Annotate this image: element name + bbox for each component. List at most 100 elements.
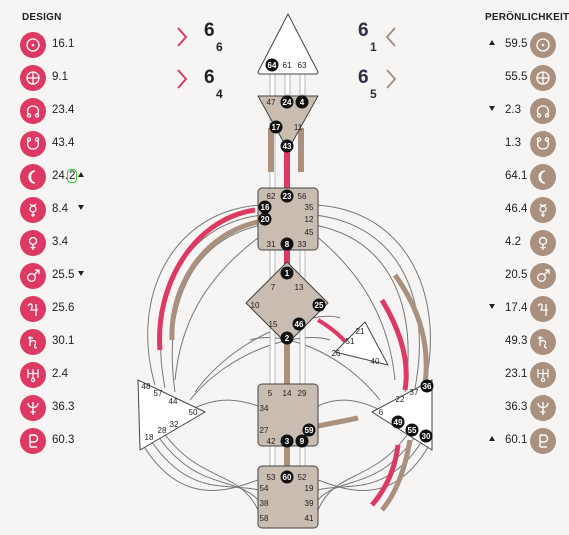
gate-41[interactable]: 41 [305, 514, 314, 523]
south-node-icon [530, 131, 556, 157]
gate-34[interactable]: 34 [260, 404, 269, 413]
gate-55[interactable]: 55 [405, 423, 419, 437]
gate-21[interactable]: 21 [356, 327, 365, 336]
gate-56[interactable]: 56 [298, 192, 307, 201]
personality-planet-value: 1.3 [505, 137, 521, 149]
gate-58[interactable]: 58 [260, 514, 269, 523]
personality-planet-row: 59.5 [487, 32, 569, 60]
gate-45[interactable]: 45 [305, 228, 314, 237]
design-planet-value-highlight[interactable]: 2 [66, 169, 78, 183]
gate-9-label: 9 [300, 437, 305, 446]
personality-planet-row: 17.4 [487, 296, 569, 324]
gate-61[interactable]: 61 [283, 61, 292, 70]
arrow-down-icon [489, 106, 495, 111]
gate-24[interactable]: 24 [280, 95, 294, 109]
gate-52[interactable]: 52 [298, 473, 307, 482]
gate-39[interactable]: 39 [305, 499, 314, 508]
gate-3[interactable]: 3 [280, 434, 294, 448]
gate-25[interactable]: 25 [312, 298, 326, 312]
gate-37[interactable]: 37 [410, 388, 419, 397]
personality-planet-row: 36.3 [487, 395, 569, 423]
gate-59[interactable]: 59 [302, 423, 316, 437]
personality-planet-value: 36.3 [505, 401, 528, 413]
gate-11[interactable]: 11 [294, 123, 303, 132]
gate-19[interactable]: 19 [305, 484, 314, 493]
spleen-center[interactable] [137, 379, 206, 451]
gate-46[interactable]: 46 [292, 317, 306, 331]
gate-51[interactable]: 51 [346, 337, 355, 346]
gate-38[interactable]: 38 [260, 499, 269, 508]
uranus-icon [530, 362, 556, 388]
gate-6[interactable]: 6 [379, 408, 384, 417]
gate-56-label: 56 [298, 192, 307, 201]
gate-63[interactable]: 63 [298, 61, 307, 70]
gate-24-label: 24 [283, 98, 292, 107]
gate-18[interactable]: 18 [145, 433, 154, 442]
root-center[interactable] [257, 465, 319, 529]
gate-16-marker [258, 200, 272, 214]
gate-4-marker [295, 95, 309, 109]
heart-center[interactable] [334, 321, 389, 366]
gate-33[interactable]: 33 [298, 240, 307, 249]
gate-14[interactable]: 14 [283, 389, 292, 398]
gate-29[interactable]: 29 [298, 389, 307, 398]
gate-10[interactable]: 10 [251, 301, 260, 310]
gate-30-label: 30 [422, 432, 431, 441]
gate-32[interactable]: 32 [170, 420, 179, 429]
gate-16[interactable]: 16 [258, 200, 272, 214]
gate-64[interactable]: 64 [265, 58, 279, 72]
arrow-down-icon [78, 205, 84, 210]
gate-20-label: 20 [261, 215, 270, 224]
gate-28-label: 28 [158, 426, 167, 435]
gate-49[interactable]: 49 [391, 415, 405, 429]
gate-22[interactable]: 22 [396, 395, 405, 404]
gate-40[interactable]: 40 [371, 357, 380, 366]
design-planet-row: 36.3 [20, 395, 110, 423]
design-planet-row: 24.2 [20, 164, 110, 192]
gate-53[interactable]: 53 [267, 473, 276, 482]
gate-17[interactable]: 17 [269, 120, 283, 134]
gate-31[interactable]: 31 [267, 240, 276, 249]
gate-23[interactable]: 23 [280, 189, 294, 203]
gate-2[interactable]: 2 [280, 331, 294, 345]
gate-7[interactable]: 7 [271, 283, 276, 292]
gate-43[interactable]: 43 [280, 139, 294, 153]
gate-1[interactable]: 1 [280, 266, 294, 280]
gate-9[interactable]: 9 [295, 434, 309, 448]
gate-48[interactable]: 48 [142, 382, 151, 391]
gate-42[interactable]: 42 [267, 437, 276, 446]
gate-35[interactable]: 35 [305, 203, 314, 212]
gate-49-marker [391, 415, 405, 429]
gate-62[interactable]: 62 [267, 192, 276, 201]
gate-13[interactable]: 13 [295, 283, 304, 292]
gate-30[interactable]: 30 [419, 429, 433, 443]
gate-50[interactable]: 50 [189, 408, 198, 417]
gate-8[interactable]: 8 [280, 237, 294, 251]
gate-28[interactable]: 28 [158, 426, 167, 435]
personality-planet-value: 46.4 [505, 203, 528, 215]
gate-12[interactable]: 12 [305, 215, 314, 224]
gate-5[interactable]: 5 [268, 389, 273, 398]
gate-4[interactable]: 4 [295, 95, 309, 109]
gate-30-marker [419, 429, 433, 443]
gate-44[interactable]: 44 [169, 397, 178, 406]
gate-54[interactable]: 54 [260, 484, 269, 493]
personality-planet-row: 64.1 [487, 164, 569, 192]
gate-15[interactable]: 15 [269, 320, 278, 329]
design-planet-row: 30.1 [20, 329, 110, 357]
personality-planet-row: 60.1 [487, 428, 569, 456]
gate-27[interactable]: 27 [260, 426, 269, 435]
channel-49-19 [370, 444, 401, 507]
personality-profile-top-sub: 1 [370, 40, 377, 54]
gate-54-label: 54 [260, 484, 269, 493]
design-planet-value: 8.4 [52, 203, 68, 215]
gate-3-marker [280, 434, 294, 448]
saturn-icon [20, 329, 46, 355]
design-profile-bottom-main: 6 [204, 67, 215, 88]
gate-47[interactable]: 47 [267, 98, 276, 107]
gate-20[interactable]: 20 [258, 212, 272, 226]
gate-36[interactable]: 36 [420, 379, 434, 393]
gate-26[interactable]: 26 [332, 349, 341, 358]
gate-57[interactable]: 57 [154, 389, 163, 398]
gate-60[interactable]: 60 [280, 470, 294, 484]
